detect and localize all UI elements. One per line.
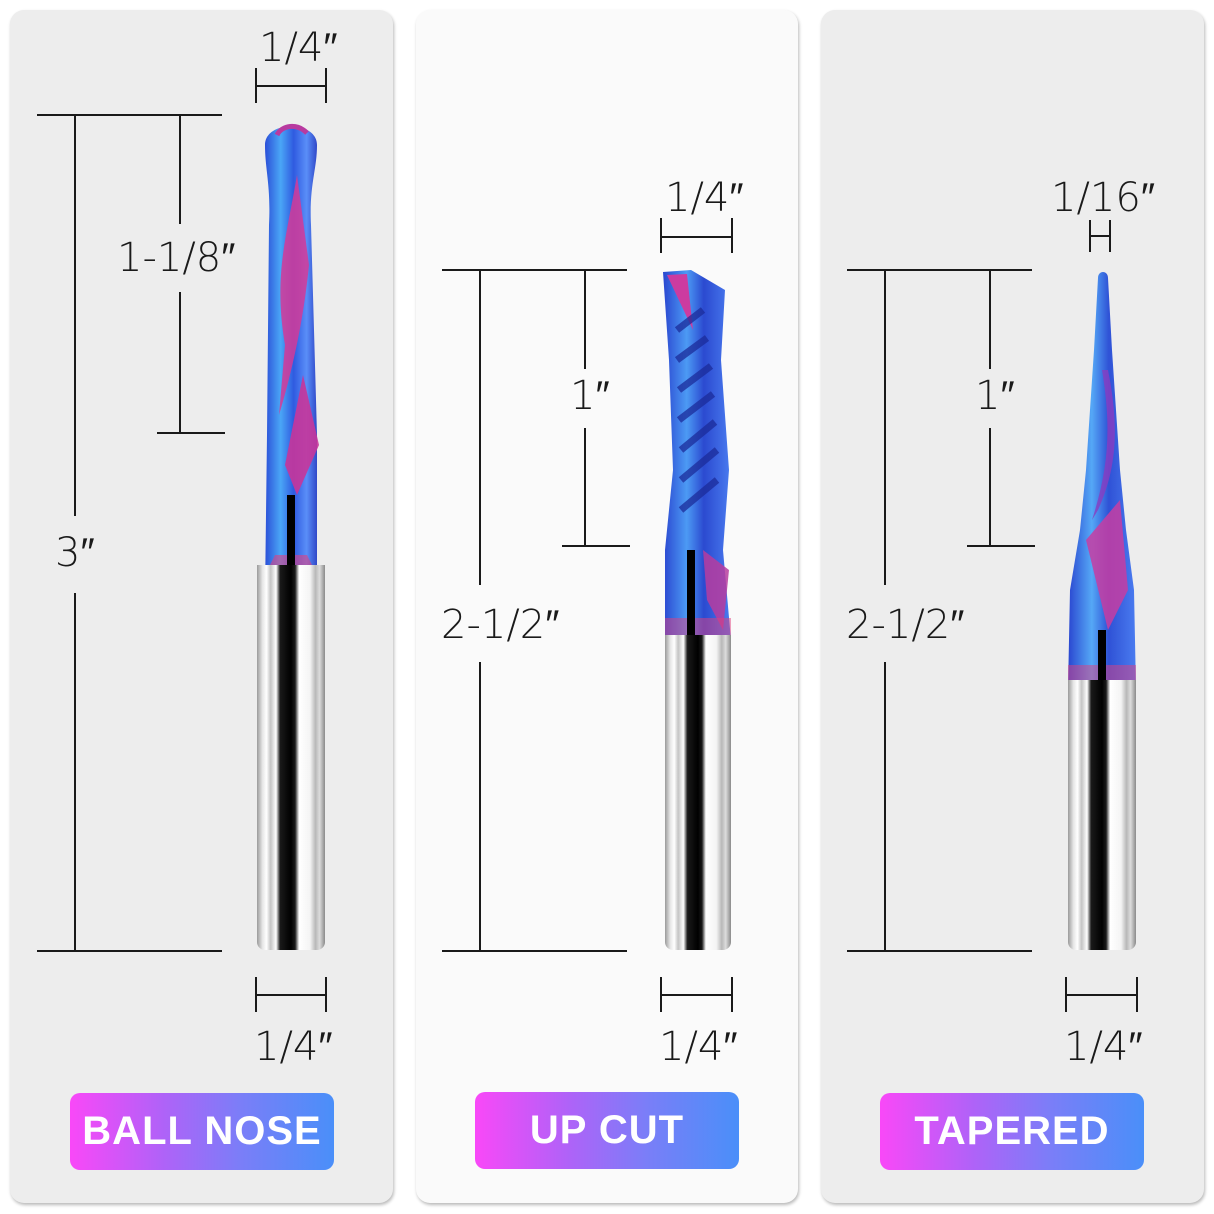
- cut-length-line-upper: [989, 269, 991, 369]
- shank-width-dim-line: [1066, 994, 1137, 996]
- overall-length-line-lower: [884, 662, 886, 951]
- shank-width-label: 1/4″: [254, 1024, 333, 1070]
- overall-length-line-upper: [74, 114, 76, 516]
- overall-length-line-upper: [479, 269, 481, 585]
- cut-length-label: 1-1/8″: [117, 235, 236, 281]
- cut-length-line-lower: [179, 292, 181, 432]
- ball-nose-bit-image: [257, 115, 325, 950]
- up-cut-bit-image: [663, 270, 731, 950]
- tip-width-tick-left: [660, 218, 662, 253]
- cut-length-label: 1″: [570, 373, 610, 419]
- shank-width-label: 1/4″: [1064, 1024, 1143, 1070]
- bottom-reference-line: [847, 950, 1032, 952]
- cut-length-bottom-line: [157, 432, 225, 434]
- cut-length-line-lower: [989, 428, 991, 546]
- panel-ball-nose: [10, 10, 393, 1203]
- shank-width-tick-right: [325, 977, 327, 1012]
- tip-width-dim-line: [1090, 235, 1110, 237]
- cut-length-line-upper: [584, 269, 586, 369]
- cut-length-line-lower: [584, 428, 586, 546]
- top-reference-line: [442, 269, 627, 271]
- bottom-reference-line: [37, 950, 222, 952]
- panel-up-cut: [416, 10, 798, 1203]
- shank: [665, 635, 731, 950]
- cut-length-line-upper: [179, 114, 181, 224]
- tip-width-tick-right: [1109, 220, 1111, 252]
- tip-width-label: 1/4″: [665, 175, 744, 221]
- cut-length-bottom-line: [562, 545, 630, 547]
- tip-width-dim-line: [661, 236, 732, 238]
- top-reference-line: [37, 114, 222, 116]
- badge-ball-nose: BALL NOSE: [70, 1093, 334, 1170]
- cut-length-bottom-line: [967, 545, 1035, 547]
- shank-width-tick-right: [1136, 977, 1138, 1012]
- shank: [257, 565, 325, 950]
- tip-width-label: 1/4″: [259, 25, 338, 71]
- shank-width-dim-line: [661, 994, 732, 996]
- tapered-bit-image: [1068, 270, 1136, 950]
- tip-width-dim-line: [256, 85, 326, 87]
- badge-up-cut: UP CUT: [475, 1092, 739, 1169]
- shank-width-dim-line: [256, 994, 326, 996]
- shank-width-tick-right: [731, 977, 733, 1012]
- top-reference-line: [847, 269, 1032, 271]
- badge-tapered: TAPERED: [880, 1093, 1144, 1170]
- overall-length-label: 2-1/2″: [441, 602, 560, 648]
- tip-width-tick-left: [255, 68, 257, 103]
- overall-length-label: 3″: [55, 530, 95, 576]
- tip-width-label: 1/16″: [1051, 175, 1155, 221]
- shank: [1068, 680, 1136, 950]
- bottom-reference-line: [442, 950, 627, 952]
- tip-width-tick-right: [325, 68, 327, 103]
- overall-length-line-lower: [479, 662, 481, 951]
- tip-width-tick-right: [731, 218, 733, 253]
- overall-length-line-lower: [74, 593, 76, 951]
- panel-tapered: [821, 10, 1204, 1203]
- cut-length-label: 1″: [975, 373, 1015, 419]
- overall-length-line-upper: [884, 269, 886, 585]
- shank-width-label: 1/4″: [659, 1024, 738, 1070]
- overall-length-label: 2-1/2″: [846, 602, 965, 648]
